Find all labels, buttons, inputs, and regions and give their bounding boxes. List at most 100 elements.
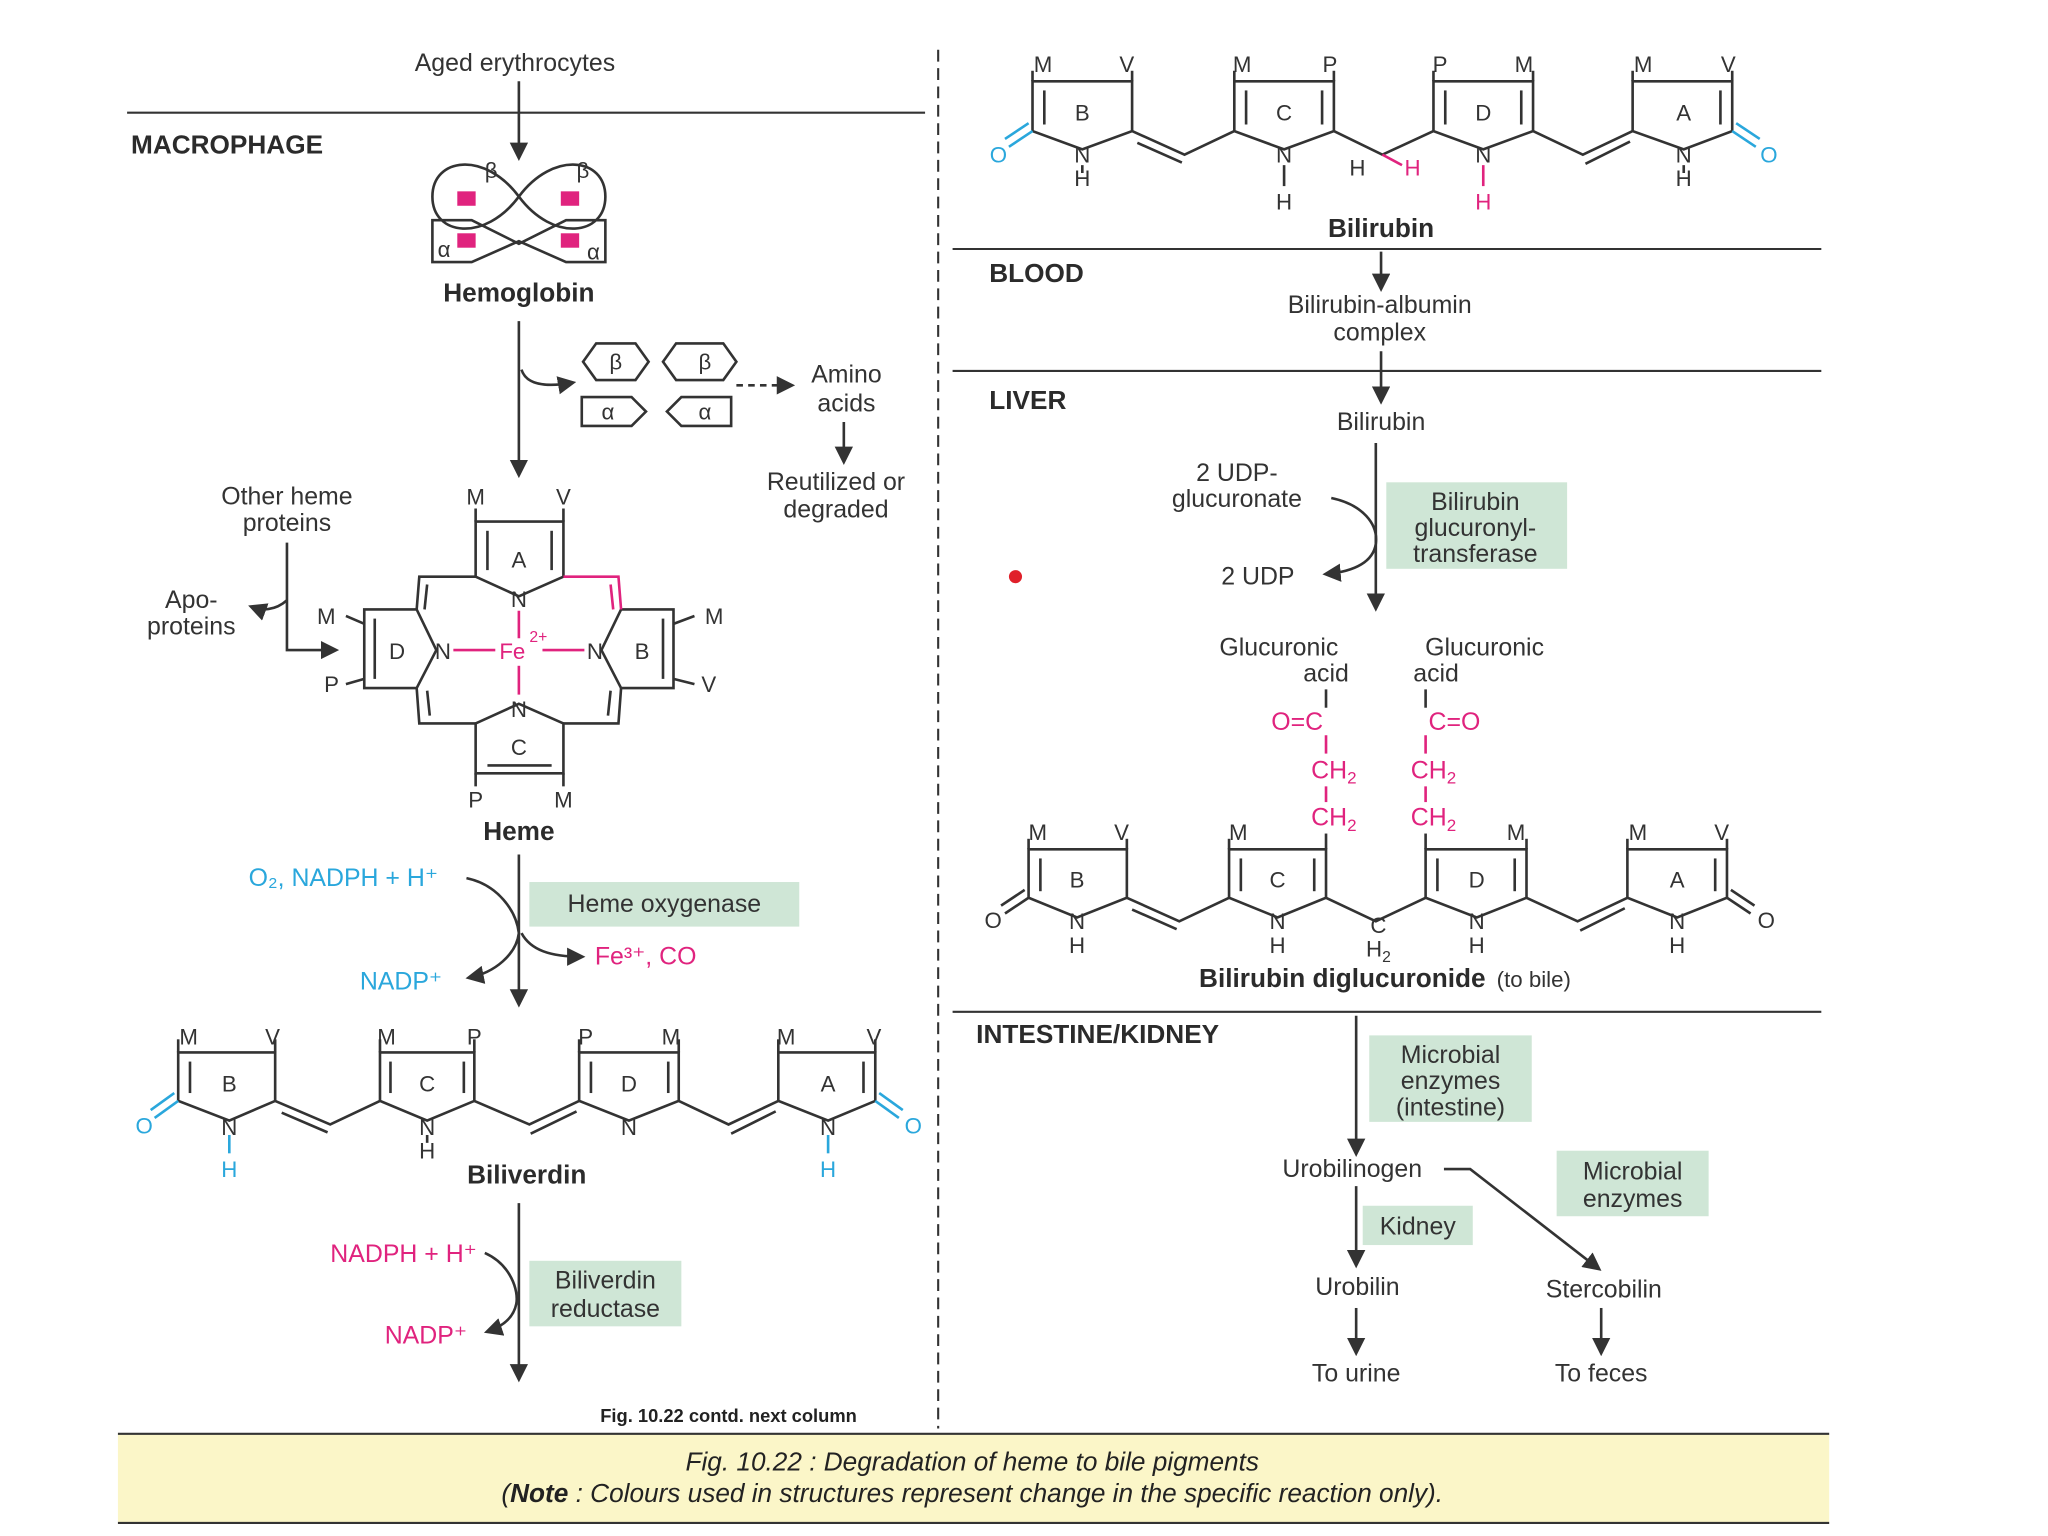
glucuronide-chains: O=C C=O CH2 CH2 CH2 CH2	[1271, 689, 1481, 850]
glucuronyltransferase-box	[1386, 482, 1568, 569]
intestine-kidney-heading: INTESTINE/KIDNEY	[976, 1019, 1219, 1049]
svg-text:O: O	[905, 1114, 922, 1139]
ring-c	[378, 1051, 476, 1122]
ring-a	[777, 1051, 877, 1122]
substituent-label: M	[317, 604, 336, 629]
svg-text:C: C	[1276, 101, 1292, 126]
kidney-label: Kidney	[1380, 1213, 1457, 1241]
svg-text:M: M	[1034, 52, 1053, 77]
bilirubin-structure	[1004, 70, 1761, 187]
enzyme-label: enzymes	[1583, 1185, 1683, 1213]
svg-text:N: N	[1276, 143, 1292, 168]
alpha-chain	[580, 395, 648, 428]
diglucuronide-structure	[1000, 838, 1756, 932]
alpha-label: α	[438, 237, 451, 262]
ring-c	[474, 702, 565, 775]
glucuronic-acid-label: acid	[1413, 660, 1459, 688]
methylene-bridge	[1333, 129, 1435, 157]
svg-text:CH2: CH2	[1411, 756, 1456, 787]
svg-text:M: M	[1028, 820, 1047, 845]
iron-label: Fe	[499, 639, 525, 664]
svg-text:M: M	[377, 1025, 396, 1050]
svg-text:V: V	[265, 1025, 280, 1050]
svg-text:D: D	[1469, 867, 1485, 892]
nitrogen-label: N	[435, 639, 451, 664]
heme-square	[560, 191, 580, 206]
methine-bridge	[1126, 896, 1230, 923]
beta-chain-label: β	[609, 350, 622, 375]
svg-text:N: N	[1676, 143, 1692, 168]
kidney-box	[1362, 1205, 1473, 1246]
svg-text:D: D	[1475, 101, 1491, 126]
svg-text:H: H	[820, 1157, 836, 1182]
cofactor-arrow	[1322, 496, 1378, 582]
svg-text:C: C	[1370, 913, 1386, 938]
hemoglobin-structure: β β α α	[431, 158, 607, 264]
alpha-chain	[665, 395, 733, 428]
biliverdin-reductase-label: reductase	[551, 1295, 660, 1323]
heme-structure	[345, 508, 695, 787]
substituent-label: M	[705, 604, 724, 629]
carbonyl-label: C=O	[1429, 708, 1481, 736]
biliverdin-reductase-box	[529, 1260, 682, 1327]
methylene-bridge	[1325, 896, 1427, 923]
svg-text:H: H	[1404, 156, 1420, 181]
blood-heading: BLOOD	[989, 258, 1084, 288]
hemoglobin-label: Hemoglobin	[443, 277, 594, 307]
heme-square	[457, 191, 476, 206]
svg-text:N: N	[1069, 909, 1085, 934]
caption-note: (Note : Colours used in structures repre…	[501, 1478, 1443, 1508]
beta-chain	[581, 342, 651, 382]
svg-text:M: M	[1634, 52, 1653, 77]
svg-text:H: H	[1475, 190, 1491, 215]
svg-text:H: H	[1349, 156, 1365, 181]
svg-text:M: M	[179, 1025, 198, 1050]
ring-c	[1232, 79, 1336, 151]
fe-co-products: Fe³⁺, CO	[595, 943, 697, 971]
bilirubin-labels: B C D A M V M P P M M V O O N H N H H H …	[990, 52, 1778, 215]
ring-d	[1424, 847, 1528, 919]
other-heme-arrow	[285, 542, 340, 660]
svg-text:B: B	[1075, 101, 1090, 126]
svg-text:C: C	[1269, 867, 1285, 892]
udp-glucuronate-label: 2 UDP-	[1196, 459, 1278, 487]
svg-text:O: O	[135, 1114, 152, 1139]
svg-text:P: P	[1433, 52, 1448, 77]
svg-text:M: M	[1229, 820, 1248, 845]
nitrogen-label: N	[587, 639, 603, 664]
svg-text:A: A	[1676, 101, 1691, 126]
svg-text:B: B	[1070, 867, 1085, 892]
urobilinogen-label: Urobilinogen	[1282, 1155, 1422, 1183]
ring-b	[1031, 79, 1134, 151]
svg-text:N: N	[1669, 909, 1685, 934]
stercobilin-label: Stercobilin	[1546, 1275, 1662, 1303]
bilirubin-label: Bilirubin	[1328, 213, 1434, 243]
udp-label: 2 UDP	[1221, 563, 1294, 591]
other-heme-proteins-label: Other heme	[221, 483, 352, 511]
other-heme-proteins-label: proteins	[243, 509, 331, 537]
continued-note: Fig. 10.22 contd. next column	[600, 1405, 857, 1426]
apoproteins-label: proteins	[147, 612, 235, 640]
glucuronic-acid-label: Glucuronic	[1219, 633, 1338, 661]
svg-text:N: N	[1074, 143, 1090, 168]
to-urine-label: To urine	[1312, 1359, 1400, 1387]
glucuronic-acid-label: Glucuronic	[1425, 633, 1544, 661]
nadp-output: NADP⁺	[385, 1321, 467, 1349]
globin-branch-arrow	[520, 369, 577, 395]
svg-text:V: V	[1119, 52, 1134, 77]
bilirubin-albumin-label: Bilirubin-albumin	[1288, 291, 1472, 319]
svg-text:M: M	[662, 1025, 681, 1050]
diglucuronide-labels: B C D A M V M M M V O O N H N H C H2 N H…	[985, 820, 1775, 966]
ring-c-label: C	[511, 735, 527, 760]
svg-text:H: H	[1276, 190, 1292, 215]
heme-oxygenase-input: O₂, NADPH + H⁺	[249, 864, 438, 892]
section-dividers	[127, 49, 1822, 1429]
ring-b	[599, 608, 675, 690]
red-dot-icon	[1008, 570, 1023, 584]
reutilized-label: degraded	[783, 496, 888, 524]
enzyme-label: Microbial	[1583, 1158, 1683, 1186]
nitrogen-label: N	[511, 587, 527, 612]
methine-bridge	[415, 575, 476, 610]
